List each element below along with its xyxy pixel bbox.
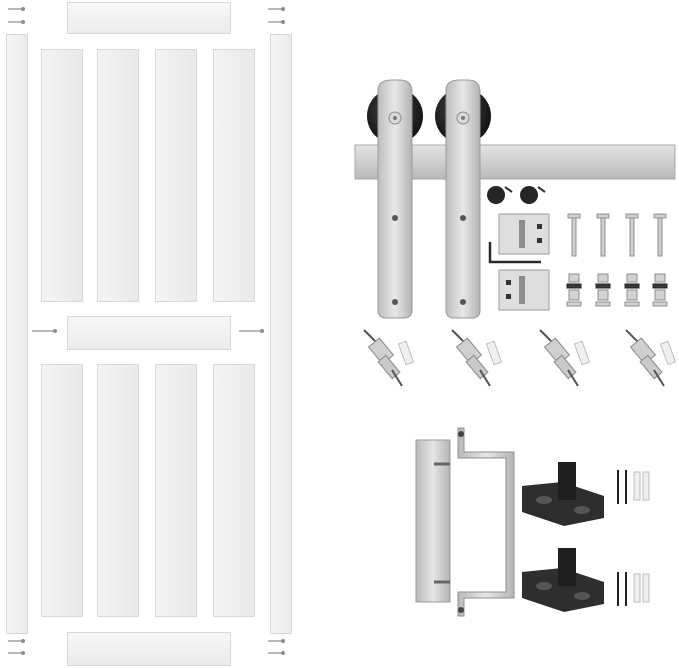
door-middle-rail bbox=[67, 316, 231, 350]
dowel-icon bbox=[268, 20, 285, 24]
dowel-icon bbox=[8, 7, 25, 11]
door-upper-panel bbox=[97, 49, 139, 302]
door-lower-panel bbox=[41, 364, 83, 617]
hex-wrench-icon bbox=[488, 242, 541, 264]
dowel-icon bbox=[268, 651, 285, 655]
door-bottom-rail bbox=[67, 632, 231, 666]
end-stop-icon bbox=[498, 213, 550, 255]
roller-hanger-icon bbox=[435, 79, 491, 319]
door-upper-panel bbox=[41, 49, 83, 302]
bolt-icon bbox=[567, 213, 667, 257]
door-top-rail bbox=[67, 2, 231, 34]
floor-guide-icon bbox=[522, 462, 604, 526]
door-upper-panel bbox=[155, 49, 197, 302]
end-stop-icon bbox=[498, 269, 550, 311]
dowel-icon bbox=[32, 329, 57, 333]
dowel-icon bbox=[239, 329, 264, 333]
door-upper-panel bbox=[213, 49, 255, 302]
floor-guide-icon bbox=[522, 548, 604, 612]
dowel-icon bbox=[8, 20, 25, 24]
roller-hanger-icon bbox=[367, 79, 423, 319]
dowel-icon bbox=[268, 7, 285, 11]
floor-screw-icon bbox=[617, 572, 650, 606]
door-lower-panel bbox=[155, 364, 197, 617]
dowel-icon bbox=[8, 651, 25, 655]
anchor-screw-icon bbox=[363, 329, 677, 387]
floor-screw-icon bbox=[617, 470, 650, 504]
door-frame-kit bbox=[0, 0, 300, 668]
anti-jump-stopper-icon bbox=[487, 186, 546, 204]
door-right-stile bbox=[270, 34, 292, 634]
door-lower-panel bbox=[97, 364, 139, 617]
dowel-icon bbox=[268, 639, 285, 643]
door-lower-panel bbox=[213, 364, 255, 617]
nut-washer-icon bbox=[566, 273, 668, 307]
pull-handle-icon bbox=[415, 427, 515, 617]
door-left-stile bbox=[6, 34, 28, 634]
dowel-icon bbox=[8, 639, 25, 643]
